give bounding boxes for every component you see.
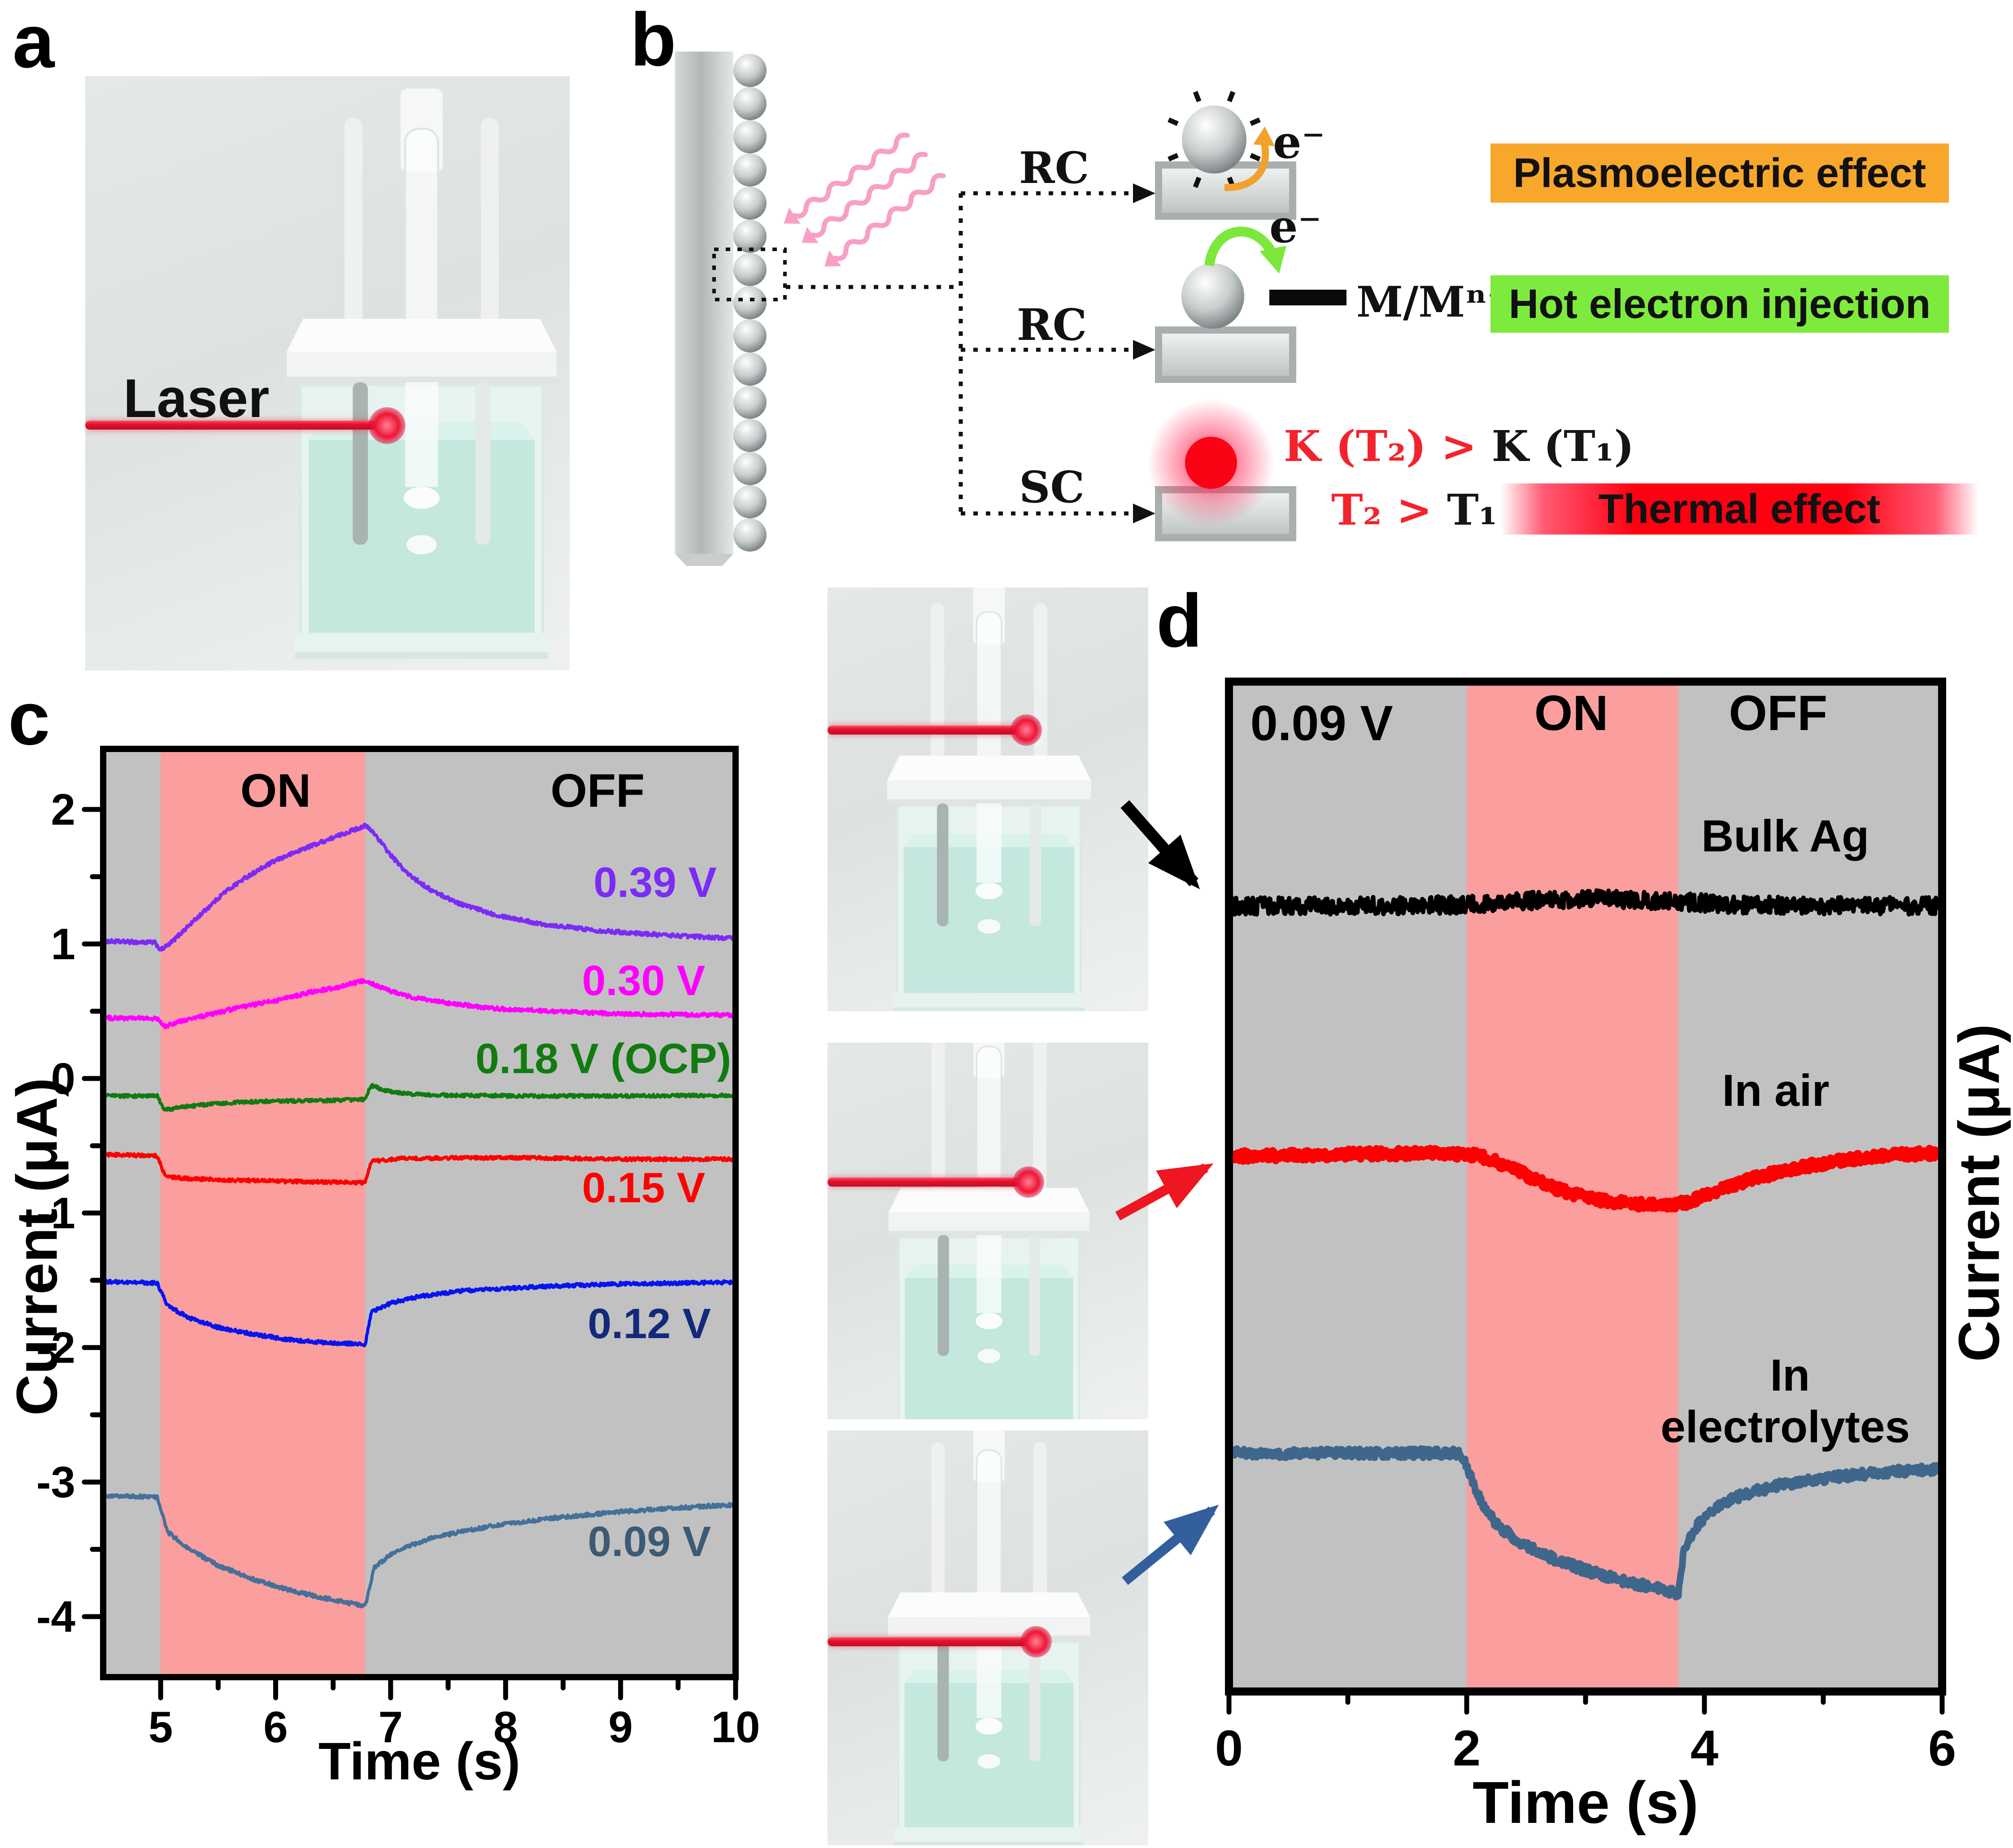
electron-ejection-arrow-orange [1224, 140, 1269, 191]
svg-text:5: 5 [148, 1702, 173, 1752]
svg-text:10: 10 [711, 1702, 760, 1752]
redox-couple-label: M/Mⁿ⁻ [1356, 278, 1509, 327]
k-t2-red: K (T₂) > [1284, 422, 1492, 471]
svg-text:6: 6 [263, 1702, 288, 1752]
temperature-relation: T₂ > T₁ [1331, 485, 1497, 535]
svg-text:6: 6 [1928, 1720, 1956, 1776]
svg-text:Time (s): Time (s) [318, 1732, 520, 1791]
svg-text:-4: -4 [36, 1592, 75, 1641]
electrochemical-cell-illustration [828, 1043, 1148, 1419]
electrochemical-cell-illustration [852, 587, 1126, 1011]
electron-label-mid: e⁻ [1269, 200, 1321, 253]
arrowhead-green [1259, 246, 1286, 274]
laser-beam-icon [828, 726, 1026, 735]
branch-connectors [786, 191, 1134, 516]
electrode-slab [675, 52, 733, 554]
electrode-block-mid [1155, 326, 1296, 383]
rc-mid-label: RC [1017, 300, 1087, 350]
arrowhead-orange [1253, 126, 1275, 146]
svg-text:0.18 V (OCP): 0.18 V (OCP) [475, 1035, 731, 1083]
svg-text:In: In [1770, 1350, 1810, 1400]
svg-text:ON: ON [240, 765, 311, 817]
plasmonic-particle-mid [1181, 263, 1244, 329]
charge-marks [1168, 91, 1261, 188]
scattered-light-waves-icon [784, 132, 946, 267]
laser-spot-icon [1020, 1626, 1052, 1657]
svg-text:0: 0 [51, 1054, 75, 1103]
svg-text:0.09 V: 0.09 V [588, 1518, 711, 1565]
arrowhead-sc [1133, 504, 1155, 523]
svg-text:0: 0 [1215, 1720, 1243, 1776]
svg-text:electrolytes: electrolytes [1660, 1402, 1910, 1452]
laser-spot-icon [369, 407, 405, 444]
thermal-effect-box: Thermal effect [1500, 483, 1978, 535]
panel-c-label: c [8, 676, 50, 761]
arrowhead-rc-top [1133, 183, 1155, 203]
cell-photo-bulk-ag [828, 587, 1148, 1011]
rc-top-label: RC [1019, 143, 1089, 193]
plasmoelectric-effect-box: Plasmoelectric effect [1490, 143, 1949, 203]
panel-d-label: d [1156, 578, 1203, 663]
svg-text:OFF: OFF [1729, 686, 1827, 741]
svg-text:OFF: OFF [550, 765, 645, 817]
svg-text:-3: -3 [36, 1457, 75, 1507]
svg-text:-2: -2 [36, 1323, 75, 1372]
redox-level-bar [1269, 290, 1346, 305]
svg-text:0.39 V: 0.39 V [593, 859, 717, 906]
plasmonic-particle-charged [1182, 105, 1246, 174]
cell-photo-in-electrolytes [828, 1431, 1148, 1845]
svg-text:0.30 V: 0.30 V [582, 957, 706, 1004]
svg-text:9: 9 [608, 1702, 633, 1752]
laser-spot-icon [1011, 714, 1042, 746]
electron-transfer-arrow-green [1204, 226, 1277, 266]
cell-photo-in-air [828, 1043, 1148, 1419]
panel-a-label: a [13, 0, 55, 83]
laser-beam-icon [85, 421, 387, 430]
electrochemical-cell-illustration [278, 86, 565, 666]
selection-box [712, 248, 787, 301]
panel-b-mechanism-diagram: RC RC SC e⁻ e⁻ M/Mⁿ⁻ [675, 52, 1509, 566]
nanoparticle-chain [733, 54, 767, 552]
laser-spot-icon [1013, 1166, 1044, 1198]
hot-electron-injection-box: Hot electron injection [1490, 275, 1949, 333]
k-t1-black: K (T₁) [1491, 422, 1634, 471]
sc-label: SC [1019, 462, 1085, 513]
svg-text:8: 8 [493, 1702, 518, 1752]
svg-text:ON: ON [1534, 686, 1608, 741]
svg-text:In air: In air [1722, 1065, 1830, 1116]
conductivity-relation: K (T₂) > K (T₁) [1284, 422, 1634, 471]
svg-text:2: 2 [51, 785, 75, 834]
hot-particle [1185, 437, 1237, 489]
laser-beam-icon [828, 1637, 1036, 1646]
t1-black: T₁ [1447, 485, 1498, 535]
svg-text:-1: -1 [36, 1188, 75, 1238]
arrowhead-rc-mid [1133, 340, 1155, 360]
laser-beam-icon [828, 1178, 1028, 1187]
t2-red: T₂ > [1331, 485, 1447, 535]
electron-label-top: e⁻ [1273, 116, 1325, 169]
panel-b-label: b [630, 0, 676, 82]
svg-text:0.15 V: 0.15 V [582, 1164, 706, 1212]
svg-text:4: 4 [1691, 1720, 1718, 1776]
svg-text:Bulk Ag: Bulk Ag [1701, 811, 1869, 861]
svg-text:1: 1 [51, 919, 75, 969]
svg-text:Time (s): Time (s) [1473, 1770, 1699, 1835]
laser-label: Laser [123, 368, 270, 429]
cell-photo-main: Laser [85, 76, 570, 670]
svg-text:2: 2 [1453, 1720, 1481, 1776]
svg-text:7: 7 [379, 1702, 403, 1752]
svg-text:0.12 V: 0.12 V [588, 1300, 711, 1348]
electrode-slab-base [675, 554, 733, 566]
svg-text:0.09 V: 0.09 V [1250, 696, 1393, 751]
electrochemical-cell-illustration [845, 1431, 1133, 1845]
